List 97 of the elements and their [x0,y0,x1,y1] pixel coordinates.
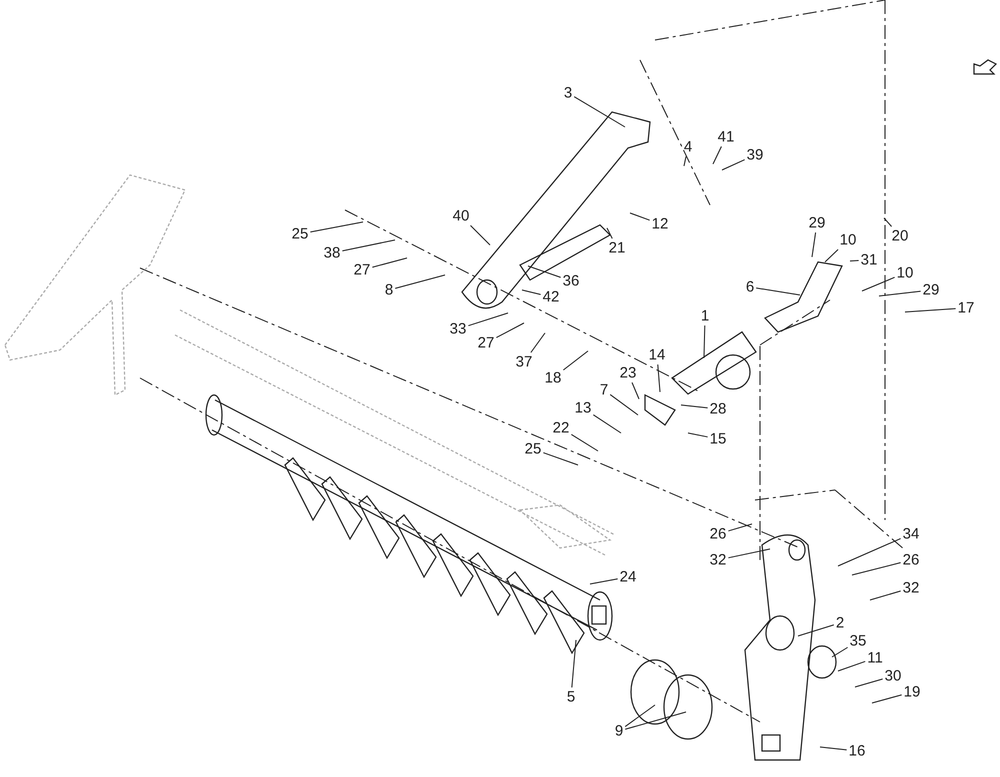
leader-line [624,704,656,728]
callout-number: 16 [848,744,866,758]
callout-number: 21 [608,240,626,256]
callout-number: 25 [524,442,542,456]
leader-line [684,156,686,166]
callout-number: 27 [478,336,494,350]
leader-line [812,232,816,258]
leader-line [798,624,834,636]
leader-line [310,222,364,233]
callout-number: 4 [684,140,692,154]
leader-line [872,694,902,704]
leader-line [832,646,848,658]
callout-number: 12 [652,216,668,232]
leader-line [854,678,884,688]
callout-number: 14 [648,348,666,362]
leader-line [852,562,902,576]
callout-number: 40 [452,208,470,224]
leader-line [904,308,956,312]
leader-line [704,325,706,358]
callout-number: 28 [710,402,726,416]
leader-line [496,322,524,338]
leader-line [850,260,860,262]
leader-line [624,712,686,730]
leader-line [632,382,640,400]
leader-line [468,312,508,326]
leader-line [870,590,902,600]
callout-number: 18 [544,370,562,386]
leader-line [522,290,542,295]
callout-number: 23 [620,366,636,380]
callout-number: 32 [710,552,726,568]
leader-line [722,159,746,170]
leader-line [756,287,800,296]
callout-number: 37 [516,354,532,370]
callout-number: 29 [808,216,826,230]
callout-number: 17 [958,300,974,316]
callout-number: 3 [564,86,572,100]
callout-number: 19 [904,684,920,700]
callout-number: 10 [840,232,856,248]
callout-number: 34 [902,526,920,542]
callout-number: 35 [850,634,866,648]
callout-number: 30 [884,668,902,684]
callout-number: 20 [892,228,908,244]
callout-number: 26 [902,552,920,568]
callout-number: 11 [867,650,883,666]
callout-number: 29 [922,282,940,298]
leader-line [884,218,892,227]
callout-number: 39 [746,148,764,162]
callout-number: 9 [614,724,624,738]
callout-number: 15 [710,432,726,446]
leader-line [838,538,902,566]
callout-number: 10 [896,266,914,280]
leader-line [590,578,618,584]
leader-line [530,332,546,353]
callout-number: 25 [292,226,308,242]
callout-number: 32 [902,580,920,596]
leader-line [838,660,866,672]
leader-line [824,249,839,262]
callout-number: 8 [384,282,394,298]
leader-line [574,96,626,128]
leader-line [562,350,588,371]
leader-line [712,146,722,164]
callout-number: 42 [542,290,560,304]
callout-number: 24 [620,570,636,584]
leader-line [592,414,622,434]
leader-line [372,258,408,268]
callout-number: 36 [562,274,580,288]
callout-number: 22 [552,420,570,436]
callout-number: 1 [700,308,710,324]
callout-number: 26 [710,526,726,542]
leader-line [571,640,576,688]
leader-line [728,524,752,532]
leader-line [470,225,490,246]
leader-line [728,548,770,558]
leader-line [528,266,562,278]
leader-line [878,290,922,296]
callout-number: 6 [746,280,754,294]
leader-line [570,434,598,452]
callout-number: 38 [324,246,340,260]
leader-line [820,746,848,750]
leader-line [394,274,446,289]
callout-number: 13 [574,400,592,416]
leader-line [542,452,578,466]
callout-number: 41 [718,130,734,144]
leader-line [630,212,650,221]
leader-line [862,276,896,292]
leader-line [606,228,613,239]
callout-number: 5 [566,690,576,704]
leader-line [680,404,708,408]
callout-number: 7 [600,382,608,398]
callout-number: 2 [836,616,844,630]
callout-number: 33 [450,322,466,336]
leader-line [342,240,396,252]
leader-line [688,432,708,438]
leader-line [657,364,660,392]
callout-number: 27 [354,262,370,278]
callout-number: 31 [860,252,878,268]
leader-line [610,394,638,416]
